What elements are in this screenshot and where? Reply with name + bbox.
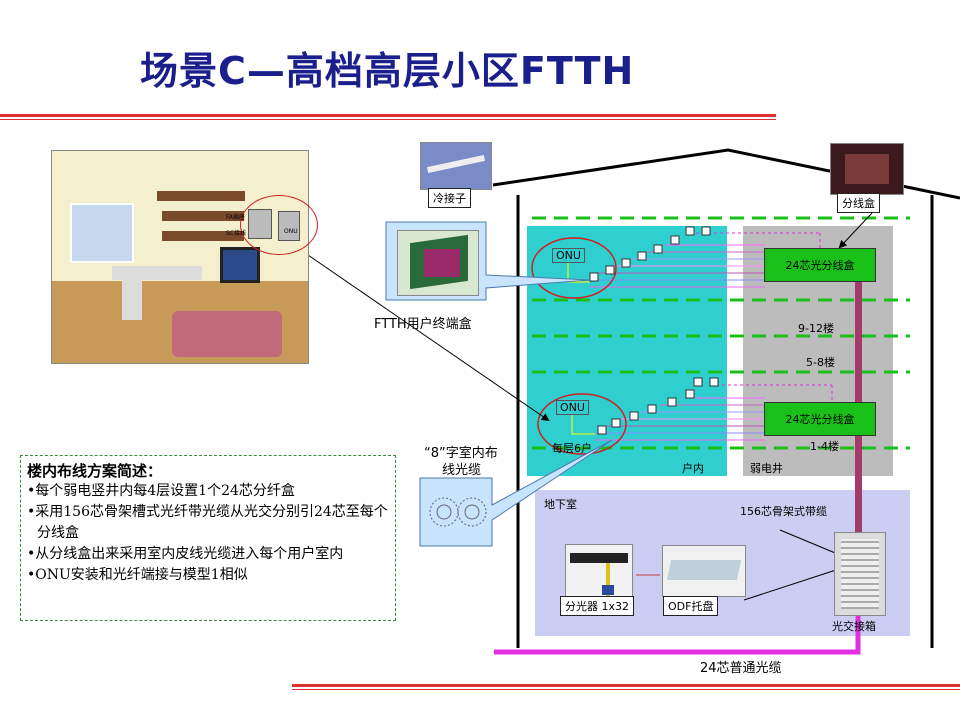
terminal-box-photo [397, 230, 479, 296]
ribbon-cable-label: 156芯骨架式带缆 [740, 505, 827, 518]
summary-title: 楼内布线方案简述： [27, 462, 163, 480]
upper-onu-label: ONU [552, 248, 585, 263]
room-highlight [240, 195, 318, 255]
per-floor-label: 每层6户 [552, 442, 592, 455]
splitter-box-label: 分线盒 [837, 193, 880, 213]
footer-line-bottom [292, 689, 960, 690]
splitter-photo [565, 544, 633, 598]
splitter-label: 分光器 1x32 [560, 596, 635, 616]
floor-label-1-4: 1-4楼 [810, 440, 839, 453]
floor-label-9-12: 9-12楼 [798, 322, 834, 335]
summary-bullet-1: •每个弱电竖井内每4层设置1个24芯分纤盒 [27, 483, 295, 499]
room-label-socket: FA插座 [226, 214, 246, 221]
footer-line-top [292, 684, 960, 687]
indoor-area [527, 226, 727, 476]
figure8-callout [419, 439, 613, 547]
figure8-label-line1: “8”字室内布 [424, 446, 498, 461]
summary-bullet-4: •ONU安装和光纤端接与模型1相似 [27, 567, 248, 583]
odf-to-cross-box [743, 569, 837, 601]
upper-onu-highlight [531, 237, 617, 299]
summary-bullet-3: •从分线盒出来采用室内皮线光缆进入每个用户室内 [27, 546, 344, 562]
cold-connector-photo [420, 142, 492, 190]
upper-fiber-bundle [590, 232, 821, 288]
lower-onu-highlight [537, 393, 627, 455]
cold-connector-label: 冷接子 [428, 188, 471, 208]
trunk-cable [494, 610, 861, 655]
terminal-box-label: FTTH用户终端盒 [374, 317, 472, 332]
room-to-onu-pointer [307, 254, 550, 422]
figure8-cable-icon [429, 497, 487, 527]
lower-outlets [597, 377, 719, 435]
page-title: 场景C—高档高层小区FTTH [140, 49, 635, 93]
upper-outlets [589, 226, 711, 282]
title-underline-top [0, 114, 776, 117]
floor-lines [532, 216, 910, 450]
cross-box-label: 光交接箱 [832, 620, 876, 633]
trunk-cable-label: 24芯普通光缆 [700, 661, 782, 676]
well-label: 弱电井 [750, 462, 783, 475]
room-label-sc: SC接线 [226, 230, 246, 237]
indoor-label: 户内 [682, 462, 704, 475]
upper-distribution-box: 24芯光分线盒 [764, 248, 876, 282]
lower-fiber-bundle [595, 384, 833, 441]
floor-label-5-8: 5-8楼 [806, 356, 835, 369]
lower-distribution-box: 24芯光分线盒 [764, 402, 876, 436]
room-label-onu: ONU [284, 228, 298, 235]
figure8-label-line2: 线光缆 [442, 463, 482, 478]
title-underline-bottom [0, 119, 776, 120]
summary-box: 楼内布线方案简述： •每个弱电竖井内每4层设置1个24芯分纤盒 •采用156芯骨… [20, 455, 396, 621]
odf-label: ODF托盘 [663, 596, 719, 616]
lower-onu-label: ONU [556, 400, 589, 415]
basement-label: 地下室 [544, 498, 577, 511]
room-illustration [51, 150, 309, 364]
odf-photo [662, 545, 746, 597]
splitterbox-arrow [838, 212, 873, 249]
splitter-box-photo [830, 143, 904, 195]
cross-box-photo [834, 532, 886, 616]
lower-onu-link [571, 414, 595, 435]
summary-bullet-2: •采用156芯骨架槽式光纤带光缆从光交分别引24芯至每个分线盒 [27, 504, 388, 541]
